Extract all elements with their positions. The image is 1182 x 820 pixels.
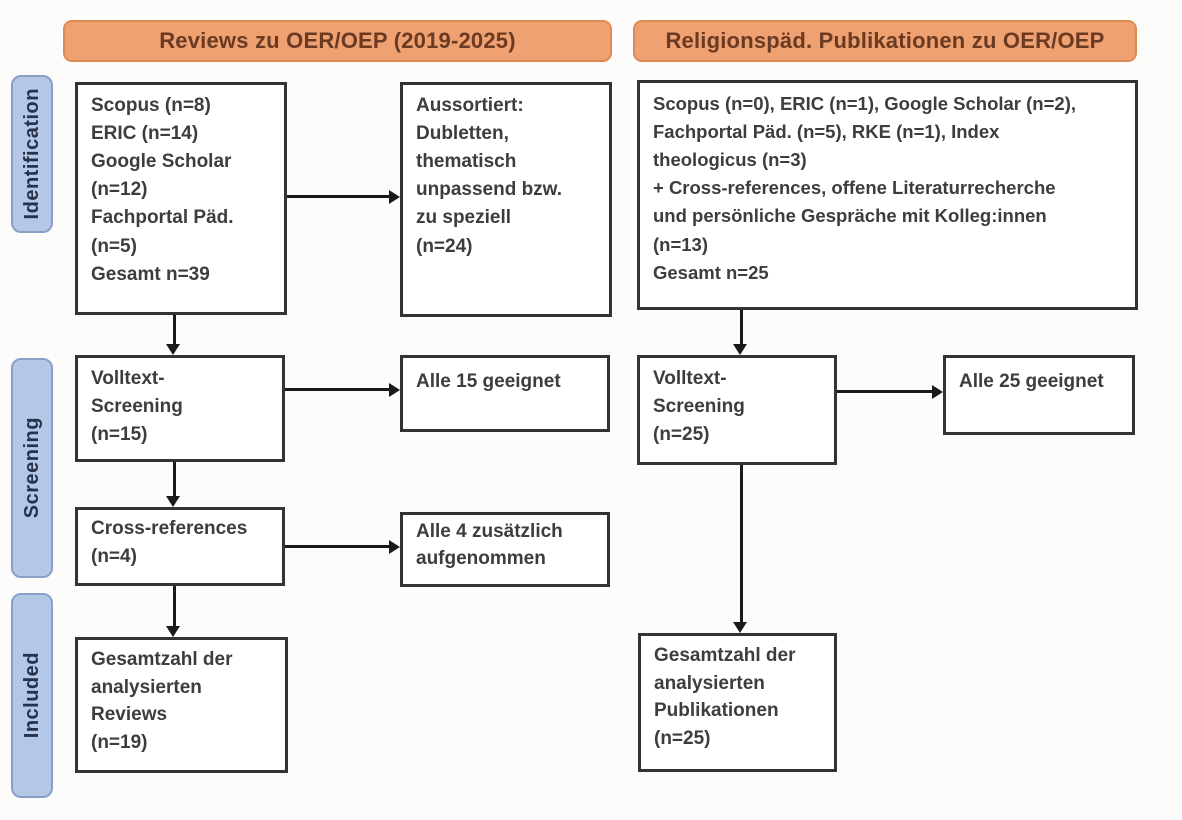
box-right-all-suitable: Alle 25 geeignet [943, 355, 1135, 435]
arrow-left-sources-to-sortedout-line [287, 195, 389, 198]
arrow-left-screening-to-suitable-head [389, 383, 400, 397]
stage-label-included-text: Included [20, 652, 43, 739]
arrow-left-screening-to-crossref-line [173, 462, 176, 496]
column-header-religionspaed: Religionspäd. Publikationen zu OER/OEP [633, 20, 1137, 62]
stage-label-screening: Screening [11, 358, 53, 578]
arrow-right-sources-to-screening-head [733, 344, 747, 355]
stage-label-screening-text: Screening [20, 417, 43, 519]
arrow-right-screening-to-total-head [733, 622, 747, 633]
arrow-right-sources-to-screening-line [740, 310, 743, 344]
box-left-additionally-included: Alle 4 zusätzlich aufgenommen [400, 512, 610, 587]
box-left-all-suitable: Alle 15 geeignet [400, 355, 610, 432]
arrow-left-crossref-to-total-line [173, 586, 176, 626]
box-right-fulltext-screening: Volltext- Screening (n=25) [637, 355, 837, 465]
box-left-fulltext-screening: Volltext- Screening (n=15) [75, 355, 285, 462]
box-right-total-included: Gesamtzahl der analysierten Publikatione… [638, 633, 837, 772]
arrow-left-sources-to-screening-head [166, 344, 180, 355]
arrow-left-crossref-to-added-head [389, 540, 400, 554]
stage-label-identification: Identification [11, 75, 53, 233]
arrow-left-crossref-to-total-head [166, 626, 180, 637]
column-header-reviews: Reviews zu OER/OEP (2019-2025) [63, 20, 612, 62]
arrow-right-screening-to-total-line [740, 465, 743, 622]
arrow-left-sources-to-screening-line [173, 315, 176, 344]
box-left-identification-sources: Scopus (n=8) ERIC (n=14) Google Scholar … [75, 82, 287, 315]
arrow-right-screening-to-suitable-line [837, 390, 932, 393]
arrow-left-screening-to-suitable-line [285, 388, 389, 391]
box-right-identification-sources: Scopus (n=0), ERIC (n=1), Google Scholar… [637, 80, 1138, 310]
arrow-left-sources-to-sortedout-head [389, 190, 400, 204]
arrow-left-screening-to-crossref-head [166, 496, 180, 507]
box-left-cross-references: Cross-references (n=4) [75, 507, 285, 586]
arrow-left-crossref-to-added-line [285, 545, 389, 548]
box-left-total-included: Gesamtzahl der analysierten Reviews (n=1… [75, 637, 288, 773]
stage-label-identification-text: Identification [20, 88, 43, 220]
stage-label-included: Included [11, 593, 53, 798]
arrow-right-screening-to-suitable-head [932, 385, 943, 399]
box-left-sorted-out: Aussortiert: Dubletten, thematisch unpas… [400, 82, 612, 317]
